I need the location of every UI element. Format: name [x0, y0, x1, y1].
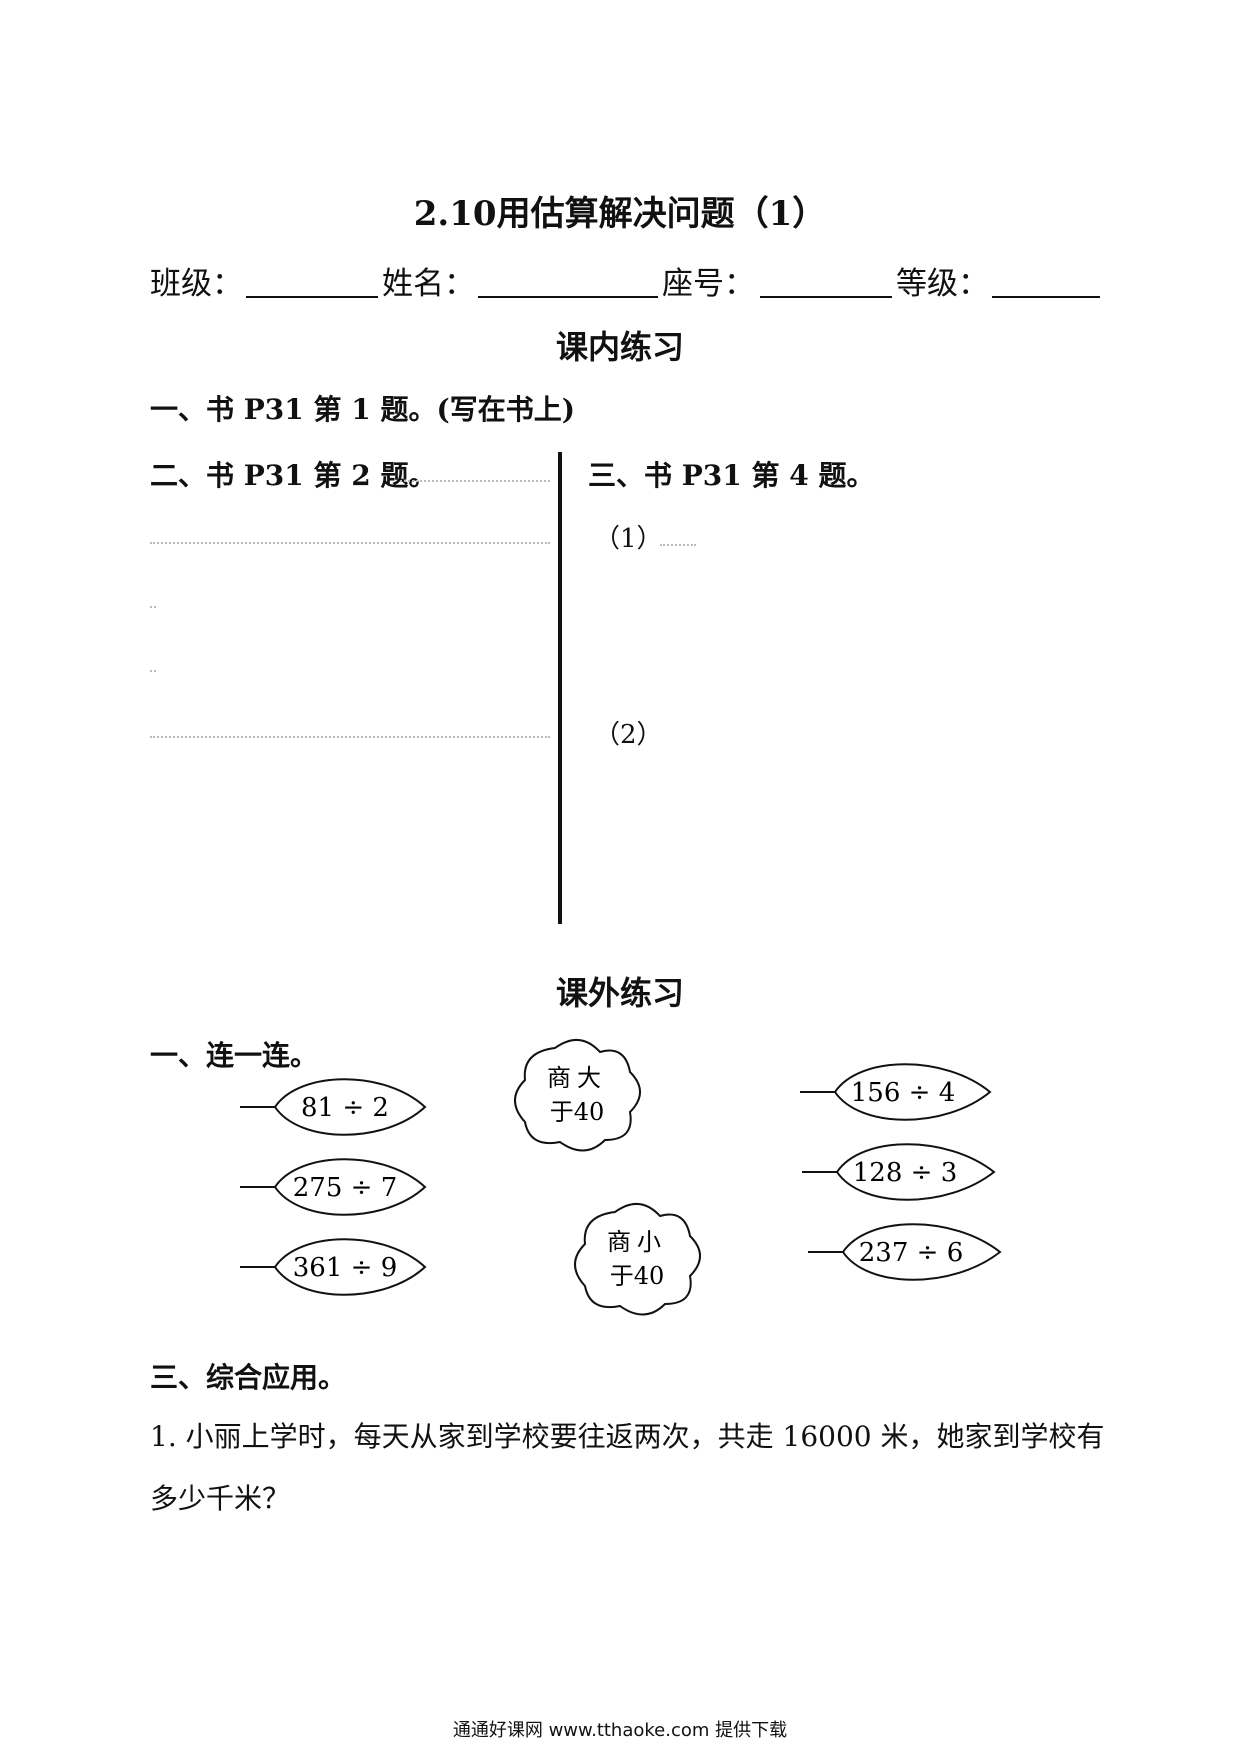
seat-field[interactable]	[760, 296, 892, 298]
cloud-less-line-2: 于40	[610, 1262, 665, 1290]
in-class-question-2: 二、书 P31 第 2 题。	[150, 459, 437, 492]
dotted-line	[400, 480, 550, 482]
name-label: 姓名：	[382, 266, 475, 302]
leaf-left-1-label: 81 ÷ 2	[301, 1093, 389, 1123]
leaf-right-3[interactable]: 237 ÷ 6	[808, 1223, 1002, 1281]
leaf-right-2[interactable]: 128 ÷ 3	[802, 1143, 996, 1201]
leaf-left-3-label: 361 ÷ 9	[293, 1253, 397, 1283]
seat-label: 座号：	[662, 266, 755, 302]
page-title: 2.10用估算解决问题（1）	[413, 194, 827, 234]
in-class-question-3: 三、书 P31 第 4 题。	[588, 459, 875, 492]
in-class-heading: 课内练习	[555, 328, 684, 366]
leaf-left-2-label: 275 ÷ 7	[293, 1173, 397, 1203]
question-3-part-1: （1）	[594, 524, 663, 554]
cloud-quotient-less-than-40[interactable]: 商小 于40	[574, 1203, 701, 1316]
leaf-left-2[interactable]: 275 ÷ 7	[240, 1158, 427, 1216]
cloud-greater-line-1: 商大	[547, 1064, 607, 1092]
application-question: 三、综合应用。	[150, 1361, 347, 1394]
cloud-greater-line-2: 于40	[550, 1098, 605, 1126]
leaf-right-3-label: 237 ÷ 6	[859, 1238, 963, 1268]
leaf-left-1[interactable]: 81 ÷ 2	[240, 1078, 427, 1136]
dotted-line	[150, 542, 550, 544]
footer-text: 通通好课网 www.tthaoke.com 提供下载	[452, 1720, 788, 1741]
grade-field[interactable]	[992, 296, 1100, 298]
after-class-heading: 课外练习	[555, 974, 684, 1012]
grade-label: 等级：	[896, 266, 989, 302]
column-divider	[558, 452, 562, 924]
dotted-line	[150, 606, 156, 608]
dotted-line	[150, 736, 550, 738]
leaf-right-1-label: 156 ÷ 4	[851, 1078, 955, 1108]
name-field[interactable]	[478, 296, 658, 298]
question-3-part-2: （2）	[594, 720, 663, 750]
dotted-line	[150, 670, 156, 672]
leaf-right-1[interactable]: 156 ÷ 4	[800, 1063, 992, 1121]
matching-figure: 81 ÷ 2 275 ÷ 7 361 ÷ 9 156 ÷ 4 128 ÷ 3 2…	[240, 1039, 1002, 1316]
cloud-less-line-1: 商小	[607, 1228, 667, 1256]
cloud-quotient-greater-than-40[interactable]: 商大 于40	[514, 1039, 641, 1152]
class-field[interactable]	[246, 296, 378, 298]
word-problem-1: 1. 小丽上学时，每天从家到学校要往返两次，共走 16000 米，她家到学校有多…	[150, 1420, 1105, 1515]
in-class-question-1: 一、书 P31 第 1 题。(写在书上)	[150, 393, 575, 426]
leaf-left-3[interactable]: 361 ÷ 9	[240, 1238, 427, 1296]
dotted-line	[660, 544, 696, 546]
leaf-right-2-label: 128 ÷ 3	[853, 1158, 957, 1188]
class-label: 班级：	[150, 266, 243, 302]
matching-question: 一、连一连。	[150, 1039, 319, 1072]
